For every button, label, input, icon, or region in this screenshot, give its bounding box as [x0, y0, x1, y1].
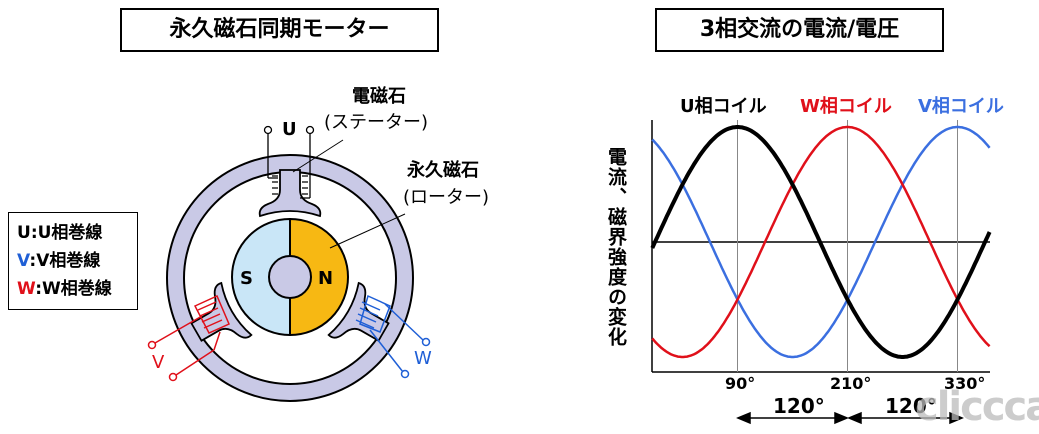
- interval-label-1: 120°: [773, 394, 825, 418]
- y-axis-label: 電流、磁界強度の変化: [605, 147, 627, 347]
- phase-legend: U:U相巻線 V:V相巻線 W:W相巻線: [8, 212, 138, 310]
- legend-key: W: [17, 279, 36, 299]
- legend-sep: :: [29, 251, 37, 271]
- pole-n-label: N: [318, 268, 334, 289]
- left-title: 永久磁石同期モーター: [120, 8, 439, 52]
- coil-v: [147, 295, 230, 382]
- legend-text: U相巻線: [37, 223, 103, 243]
- rotor-leader-line: [329, 213, 406, 249]
- stator-label: 電磁石: [352, 86, 406, 107]
- rotor-sublabel: (ローター): [403, 187, 490, 208]
- series-label-u: U相コイル: [680, 96, 767, 117]
- rotor: [231, 217, 349, 337]
- legend-sep: :: [35, 279, 43, 299]
- legend-item-w: W:W相巻線: [17, 275, 129, 303]
- chart: [650, 120, 992, 373]
- coil-w: [355, 294, 431, 379]
- series-curve-2: [651, 125, 991, 359]
- legend-key: U: [17, 223, 31, 243]
- interval-label-2: 120°: [885, 394, 937, 418]
- terminal-u-label: U: [282, 119, 297, 140]
- right-title: 3相交流の電流/電圧: [655, 8, 944, 52]
- stator-sublabel: (ステーター): [324, 112, 429, 133]
- series-curve-1: [651, 125, 991, 359]
- interval-arrows: [736, 411, 964, 425]
- watermark-logo: clicccar: [915, 384, 1039, 430]
- pole-s-label: S: [240, 268, 253, 289]
- rotor-label: 永久磁石: [407, 160, 479, 181]
- legend-item-v: V:V相巻線: [17, 247, 129, 275]
- legend-key: V: [17, 251, 30, 271]
- stator-leader-line: [292, 139, 344, 173]
- legend-sep: :: [30, 223, 38, 243]
- legend-item-u: U:U相巻線: [17, 219, 129, 247]
- series-label-v: V相コイル: [918, 96, 1004, 117]
- x-tick-90: 90°: [725, 374, 756, 393]
- x-tick-210: 210°: [830, 374, 872, 393]
- legend-text: V相巻線: [36, 251, 101, 271]
- coil-u: [263, 125, 315, 199]
- terminal-v-label: V: [152, 352, 165, 373]
- series-label-w: W相コイル: [800, 96, 892, 117]
- terminal-w-label: W: [414, 348, 432, 369]
- x-tick-330: 330°: [944, 374, 986, 393]
- legend-text: W相巻線: [42, 279, 112, 299]
- series-curve-0: [650, 125, 992, 359]
- stator-pole-u: [258, 169, 322, 218]
